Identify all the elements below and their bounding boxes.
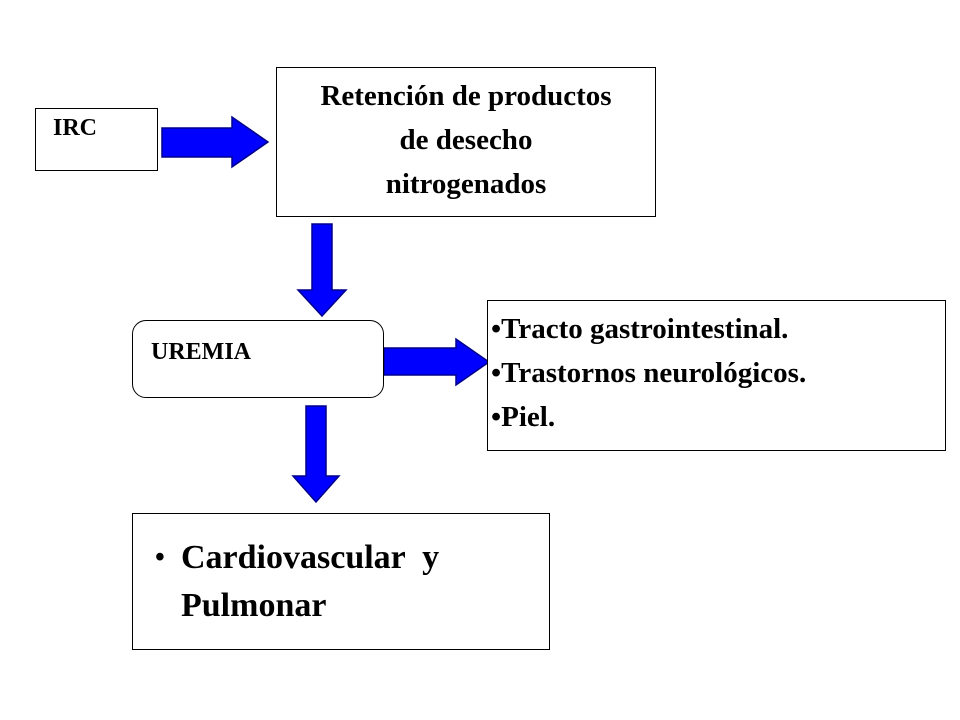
effect-item-neurological: •Trastornos neurológicos. <box>491 357 807 389</box>
retention-line-2: de desecho <box>399 124 533 156</box>
retention-line-3: nitrogenados <box>385 168 547 200</box>
uremia-label: UREMIA <box>151 339 251 365</box>
cardio-line-1: Cardiovascular y <box>181 539 440 576</box>
arrow-retention-to-uremia <box>296 223 348 318</box>
effect-item-skin: •Piel. <box>491 401 556 433</box>
uremia-node: UREMIA <box>132 320 384 398</box>
arrow-uremia-to-cardio <box>291 405 341 504</box>
arrow-uremia-to-effects <box>383 337 491 387</box>
irc-node: IRC <box>35 108 158 171</box>
cardio-bullet: • <box>155 542 165 573</box>
effects-node: •Tracto gastrointestinal. •Trastornos ne… <box>487 300 946 451</box>
effect-item-gastrointestinal: •Tracto gastrointestinal. <box>491 313 789 345</box>
retention-node: Retención de productos de desecho nitrog… <box>276 67 656 217</box>
cardio-line-2: Pulmonar <box>181 587 327 624</box>
irc-label: IRC <box>53 115 98 141</box>
retention-line-1: Retención de productos <box>320 80 612 112</box>
cardio-node: • Cardiovascular y Pulmonar <box>132 513 550 650</box>
arrow-irc-to-retention <box>161 115 270 169</box>
